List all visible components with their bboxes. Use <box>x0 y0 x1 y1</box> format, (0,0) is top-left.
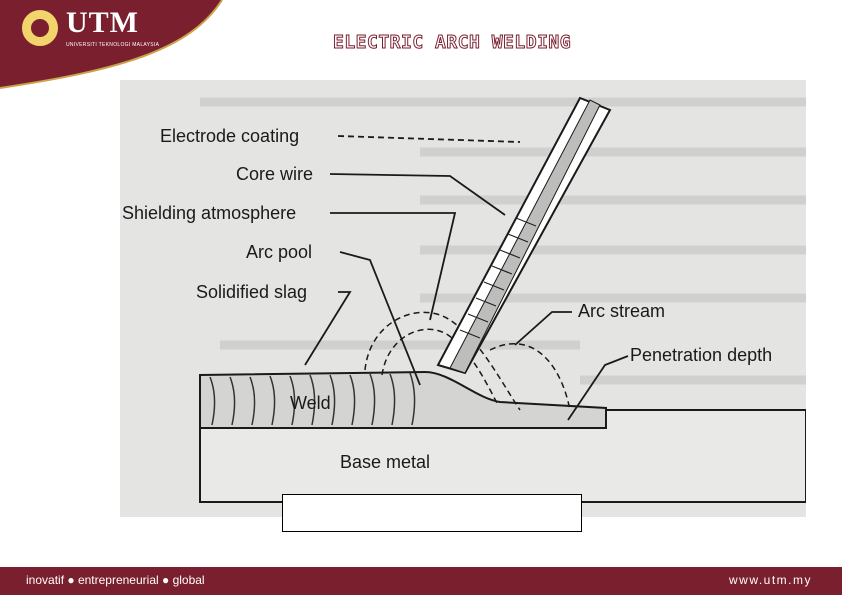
footer-url: www.utm.my <box>728 573 812 587</box>
caption-box <box>282 494 582 532</box>
footer-tagline: inovatif ● entrepreneurial ● global <box>26 573 205 587</box>
footer-bar: inovatif ● entrepreneurial ● global www.… <box>0 567 842 595</box>
label-solidified-slag: Solidified slag <box>196 282 308 302</box>
label-base-metal: Base metal <box>340 452 431 472</box>
slide-title: ELECTRIC ARCH WELDING <box>332 32 572 54</box>
logo-subtext: UNIVERSITI TEKNOLOGI MALAYSIA <box>66 42 160 48</box>
label-shielding-atmosphere: Shielding atmosphere <box>122 203 297 223</box>
crest-icon <box>20 8 60 48</box>
label-weld: Weld <box>290 393 331 413</box>
logo-text: UTM <box>66 6 139 39</box>
welding-diagram: Electrode coating Core wire Shielding at… <box>120 80 806 517</box>
label-penetration-depth: Penetration depth <box>630 345 773 365</box>
label-electrode-coating: Electrode coating <box>160 126 300 146</box>
label-arc-pool: Arc pool <box>246 242 313 262</box>
label-core-wire: Core wire <box>236 164 314 184</box>
label-arc-stream: Arc stream <box>578 301 666 321</box>
welding-diagram-drawing <box>199 96 806 503</box>
utm-logo: UTM UNIVERSITI TEKNOLOGI MALAYSIA <box>20 6 180 52</box>
